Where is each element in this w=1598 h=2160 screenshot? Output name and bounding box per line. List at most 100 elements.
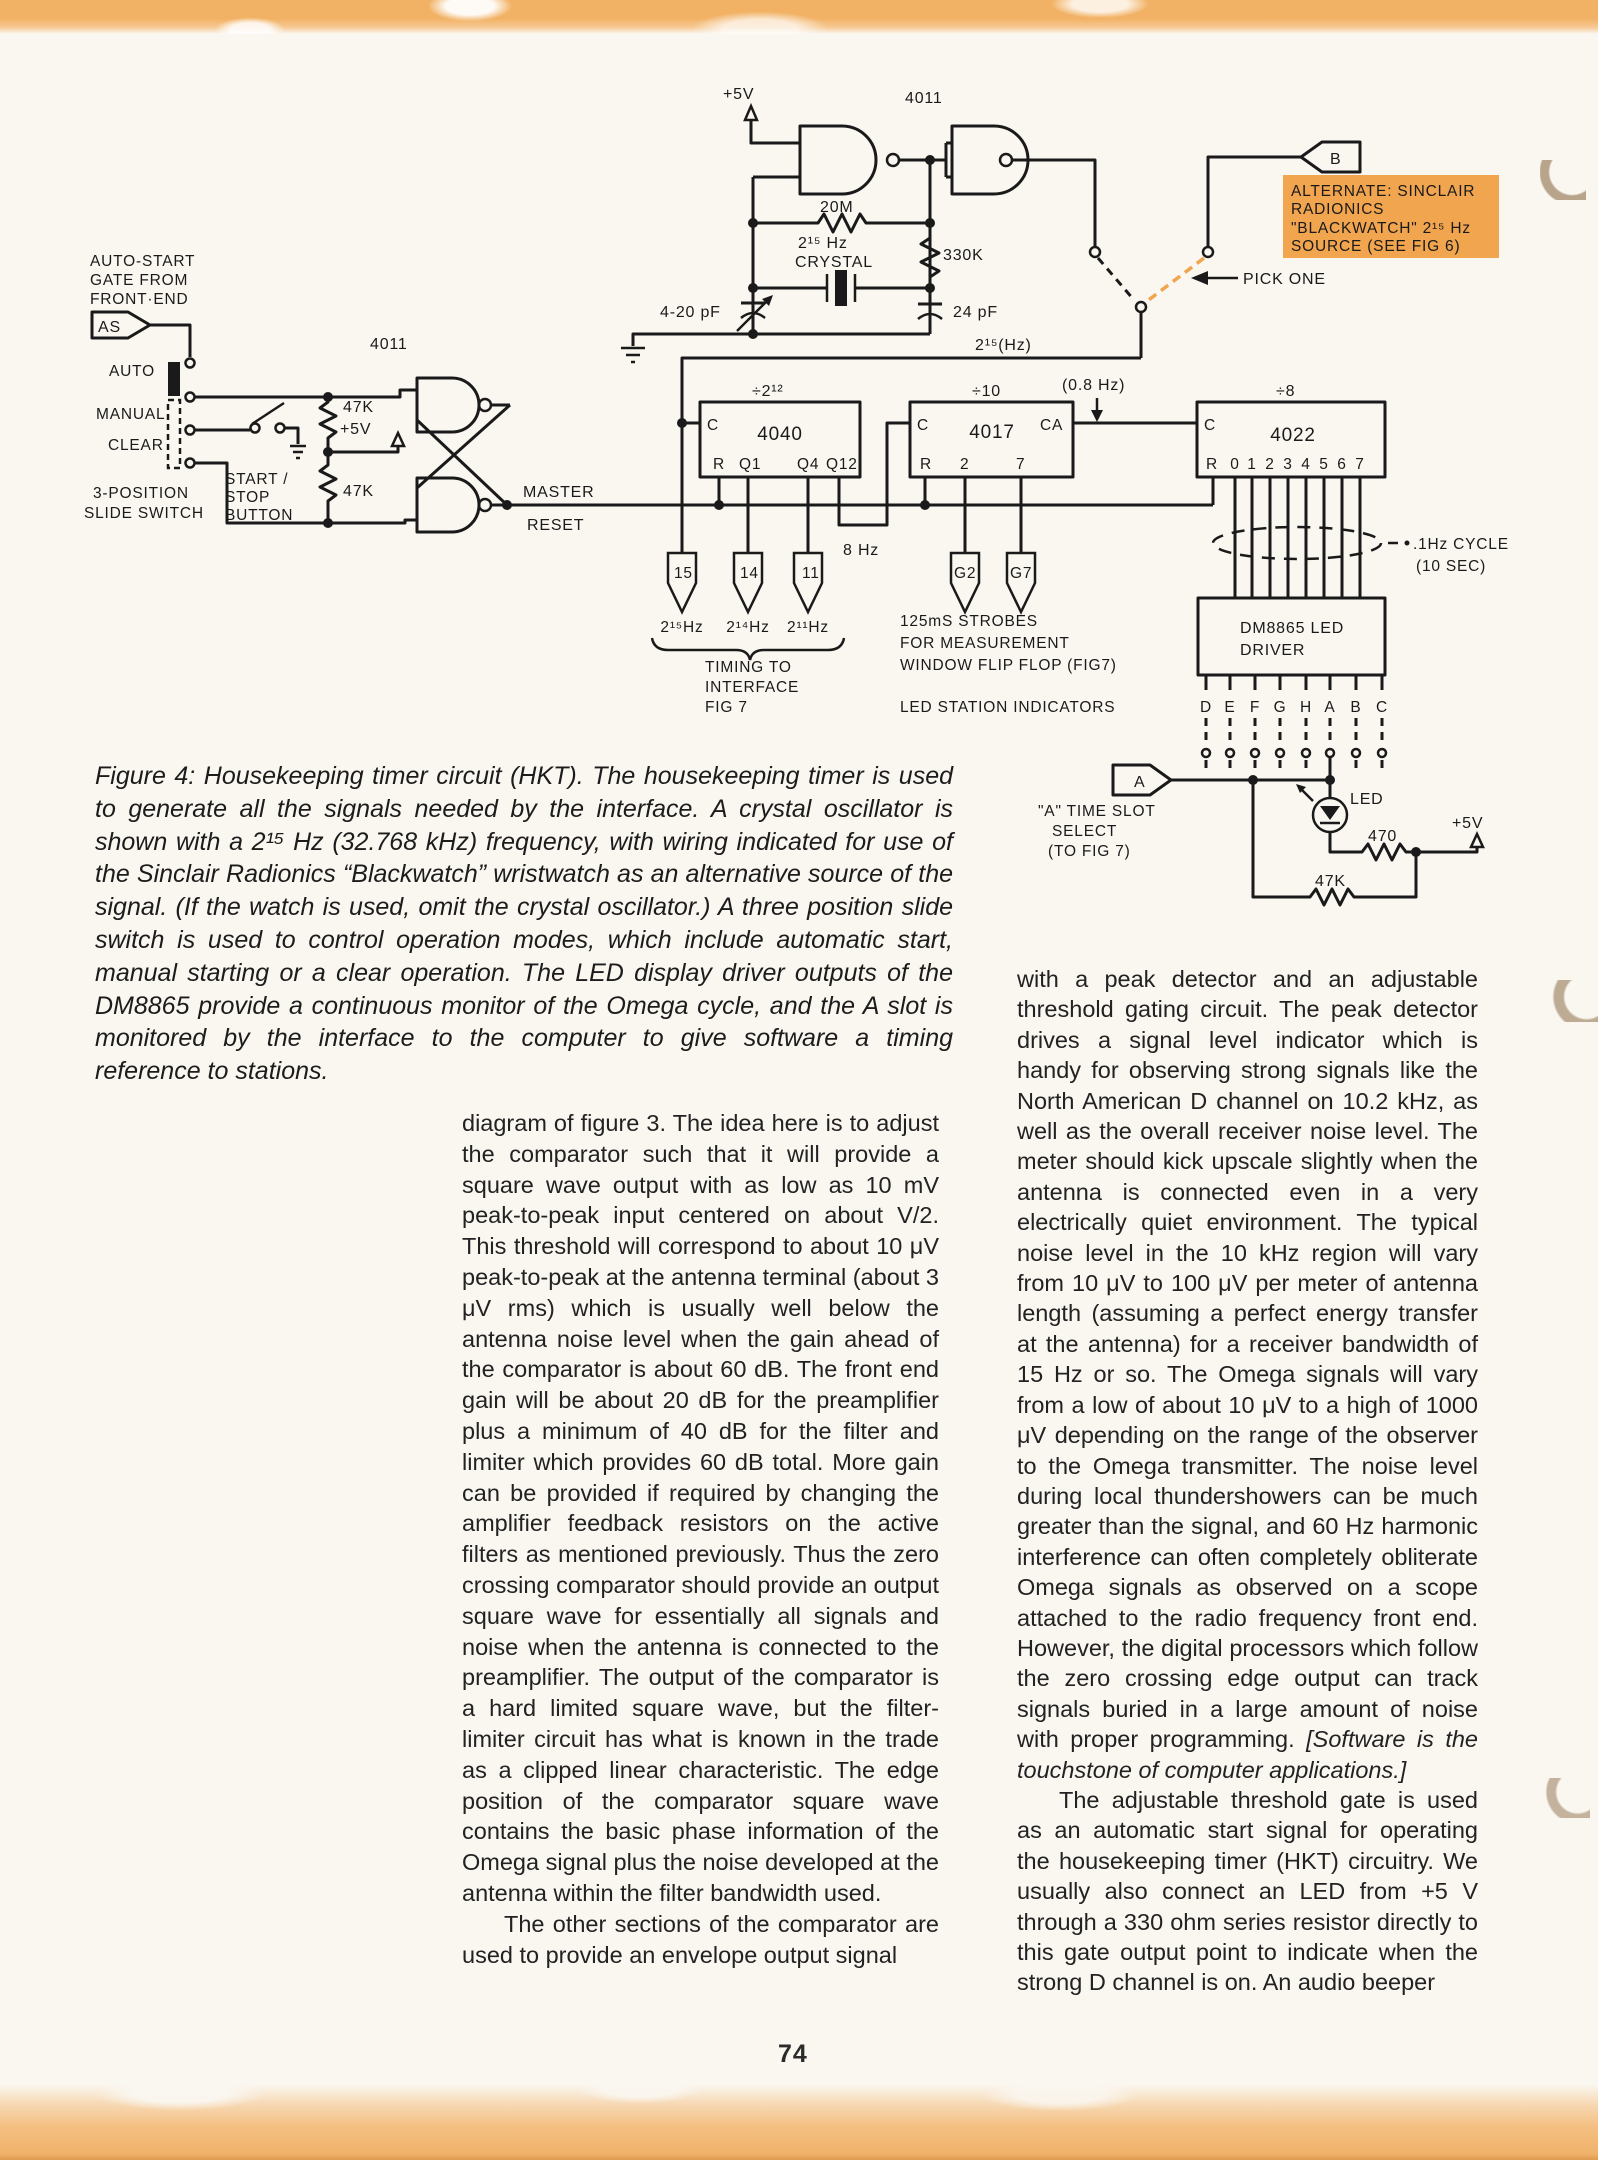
cap-24pf-label: 24 pF	[953, 304, 998, 321]
cap-24pf-icon	[917, 312, 943, 320]
crystal-icon	[825, 274, 857, 302]
trimmer-cap-label: 4-20 pF	[660, 304, 721, 321]
alternate-note-line1: ALTERNATE: SINCLAIR	[1291, 183, 1475, 200]
manual-label: MANUAL	[96, 406, 165, 423]
pin-h: H	[1300, 699, 1312, 716]
figure4-schematic: +5V 4011 20M 2¹⁵ Hz CRYSTAL 330K 4-20 pF	[84, 86, 1508, 907]
tag-g7-label: G7	[1010, 565, 1032, 582]
paragraph-text: with a peak detector and an adjustable t…	[1017, 966, 1478, 1753]
resistor-47k-icon	[318, 397, 338, 452]
ic-4040-label: 4040	[757, 424, 802, 445]
pin-1: 1	[1247, 456, 1256, 473]
pin-d: D	[1200, 699, 1212, 716]
ic-4017-box	[908, 400, 1075, 479]
resistor-47k-icon	[1251, 780, 1418, 907]
power-arrow-icon	[743, 102, 759, 122]
power-arrow-icon	[1469, 831, 1485, 849]
divide-4040-label: ÷2¹²	[752, 383, 784, 400]
strobes-caption-line2: FOR MEASUREMENT	[900, 635, 1070, 652]
tag-g2-label: G2	[954, 565, 976, 582]
mode-switch-section: AUTO-START GATE FROM FRONT·END AS AUTO M…	[84, 253, 417, 528]
dm8865-box	[1196, 596, 1387, 677]
freq-8hz-label: 8 Hz	[843, 542, 879, 559]
timing-caption-line2: INTERFACE	[705, 679, 799, 696]
pin-2: 2	[1265, 456, 1274, 473]
pin-7: 7	[1355, 456, 1364, 473]
timing-caption-line1: TIMING TO	[705, 659, 792, 676]
resistor-330k-icon	[919, 223, 941, 288]
resistor-47k-led-label: 47K	[1315, 873, 1346, 890]
page-edge-bottom	[0, 2084, 1598, 2160]
button-caption-line3: BUTTON	[225, 507, 293, 524]
led-driver-section: DM8865 LED DRIVER LED STATION INDICATORS…	[900, 596, 1485, 907]
timing-caption-line3: FIG 7	[705, 699, 748, 716]
tag-g2-icon	[949, 551, 981, 615]
paragraph: The other sections of the comparator are…	[462, 1910, 939, 1968]
page-edge-top	[0, 0, 1598, 34]
auto-start-line2: GATE FROM	[90, 272, 188, 289]
pin-q1: Q1	[739, 456, 761, 473]
resistor-20m-icon	[753, 212, 930, 234]
pin-b: B	[1350, 699, 1361, 716]
pin-c: C	[1376, 699, 1388, 716]
master-reset-line2: RESET	[527, 517, 584, 534]
flag-b-label: B	[1330, 151, 1341, 168]
time-slot-caption-line2: SELECT	[1052, 823, 1117, 840]
button-caption-line1: START /	[225, 471, 288, 488]
trimmer-cap-icon	[740, 311, 766, 319]
time-slot-caption-line1: "A" TIME SLOT	[1038, 803, 1156, 820]
switch-caption-line1: 3-POSITION	[93, 485, 189, 502]
divide-4017-label: ÷10	[972, 383, 1001, 400]
clear-label: CLEAR	[108, 437, 164, 454]
led-light-arrow-icon	[1296, 784, 1306, 793]
brace-icon	[650, 637, 846, 661]
tag-11-label: 11	[802, 565, 820, 582]
pin-q12: Q12	[826, 456, 858, 473]
ic-4017-label: 4017	[969, 422, 1014, 443]
switch-caption-line2: SLIDE SWITCH	[84, 505, 204, 522]
freq-214-label: 2¹⁴Hz	[726, 619, 769, 636]
ic-4011-label: 4011	[905, 90, 943, 107]
pin-6: 6	[1337, 456, 1346, 473]
pin-e: E	[1224, 699, 1235, 716]
start-stop-latch: 4011 MASTER RESET	[370, 336, 1213, 534]
bus-freq-label: 2¹⁵(Hz)	[975, 337, 1032, 354]
ic-4040-box	[698, 400, 862, 479]
auto-start-line3: FRONT·END	[90, 291, 188, 308]
plus5v-label: +5V	[723, 86, 754, 103]
pick-one-arrow-icon	[1191, 271, 1208, 285]
slide-switch-knob	[168, 362, 180, 396]
pin-a: A	[1324, 699, 1335, 716]
crystal-oscillator: +5V 4011 20M 2¹⁵ Hz CRYSTAL 330K 4-20 pF	[621, 86, 1097, 364]
ic-4022-label: 4022	[1270, 425, 1315, 446]
dm8865-label-line2: DRIVER	[1240, 642, 1305, 659]
nand-gate-icon	[798, 124, 878, 196]
cycle-ellipse	[1211, 525, 1383, 561]
strobes-caption-line1: 125mS STROBES	[900, 613, 1038, 630]
pin-f: F	[1250, 699, 1260, 716]
pin-r: R	[1206, 456, 1218, 473]
button-caption-line2: STOP	[225, 489, 270, 506]
pin-r: R	[920, 456, 932, 473]
resistor-330k-label: 330K	[943, 247, 984, 264]
pin-4: 4	[1301, 456, 1310, 473]
plus5v-switch-label: +5V	[340, 421, 371, 438]
pin-7: 7	[1016, 456, 1025, 473]
editor-note-italic: [Software is the touchstone of computer …	[1017, 1726, 1479, 1783]
pin-ca: CA	[1040, 417, 1063, 434]
tag-g7-icon	[1005, 551, 1037, 615]
clock-bus: 2¹⁵(Hz)	[677, 337, 1141, 553]
nand-gate-icon	[415, 476, 481, 534]
pin-c: C	[917, 417, 929, 434]
resistor-20m-label: 20M	[820, 199, 854, 216]
slide-switch-track	[166, 398, 182, 470]
counter-4040: ÷2¹² 4040 C R Q1 Q4 Q12 8 Hz	[698, 383, 910, 559]
strobes-caption-line3: WINDOW FLIP FLOP (FIG7)	[900, 657, 1117, 674]
pin-5: 5	[1319, 456, 1328, 473]
crystal-freq-label: 2¹⁵ Hz	[798, 235, 848, 252]
dm8865-label-line1: DM8865 LED	[1240, 620, 1344, 637]
page-number: 74	[778, 2040, 808, 2068]
freq-08hz-label: (0.8 Hz)	[1062, 377, 1125, 394]
pin-c: C	[707, 417, 719, 434]
crystal-label: CRYSTAL	[795, 254, 873, 271]
